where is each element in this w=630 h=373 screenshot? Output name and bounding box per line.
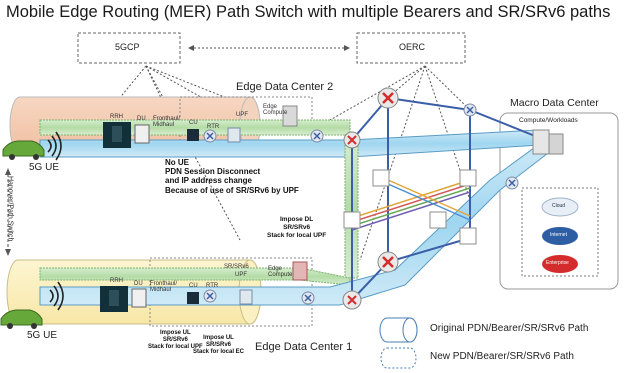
wireless-waves xyxy=(47,131,64,311)
edge-dc1-srv6-label: SR/SRv6 xyxy=(224,264,249,270)
colored-links xyxy=(351,179,471,231)
legend-original-swatch xyxy=(379,317,418,343)
edge-dc2-upf-label: UPF xyxy=(236,112,248,118)
edge-dc1-label: Edge Data Center 1 xyxy=(255,341,353,353)
transport-switches xyxy=(343,169,477,245)
impose-ul-ec-note: Impose UL SR/SRv6 Stack for local EC xyxy=(193,335,245,356)
handover-arrow xyxy=(5,168,11,256)
ue-bottom-label: 5G UE xyxy=(27,330,58,341)
legend-original-label: Original PDN/Bearer/SR/SRv6 Path xyxy=(430,323,589,334)
macro-services-box xyxy=(521,187,599,277)
core-routers xyxy=(342,87,399,310)
edge-dc2-cu-label: CU xyxy=(189,120,198,126)
macro-compute-label: Compute/Workloads xyxy=(519,117,578,124)
ue-top-label: 5G UE xyxy=(29,162,60,173)
edge-routers xyxy=(203,103,519,305)
edge-dc1-cu-label: CU xyxy=(189,283,198,289)
edge-dc1-rrh-label: RRH xyxy=(110,278,123,284)
edge-dc1-du-label: DU xyxy=(134,281,143,287)
bottom-ran-equipment xyxy=(100,261,308,312)
edge-dc2-du-label: DU xyxy=(137,116,146,122)
legend-new-swatch xyxy=(380,347,417,369)
top-ran-equipment xyxy=(103,105,298,148)
edge-dc1-fronthaul-label: Fronthaul/ Midhaul xyxy=(150,281,178,294)
macro-cloud-label: Cloud xyxy=(552,203,566,209)
macro-internet-label: Internet xyxy=(550,232,567,238)
center-note: No UE PDN Session Disconnect and IP addr… xyxy=(165,158,299,195)
macro-dc-label: Macro Data Center xyxy=(510,97,599,109)
impose-ul-upf-note: Impose UL SR/SRv6 Stack for local UPF xyxy=(148,330,203,351)
edge-dc2-rrh-label: RRH xyxy=(110,114,123,120)
car-bottom xyxy=(0,309,43,329)
edge-dc1-compute-label: Edge Compute xyxy=(268,266,293,279)
controller-oerc-label: OERC xyxy=(399,42,426,52)
edge-dc2-compute-label: Edge Compute xyxy=(263,104,288,117)
page-title: Mobile Edge Routing (MER) Path Switch wi… xyxy=(6,3,611,21)
macro-servers xyxy=(532,129,564,155)
macro-enterprise-label: Enterprise xyxy=(546,260,569,266)
handover-label: Hanover/Path Switch xyxy=(6,175,14,242)
edge-dc2-label: Edge Data Center 2 xyxy=(236,81,334,93)
legend-new-label: New PDN/Bearer/SR/SRv6 Path xyxy=(430,351,574,362)
controller-oerc-box xyxy=(356,32,466,64)
edge-dc1-upf-label: UPF xyxy=(235,272,247,278)
edge-dc2-rtr-label: RTR xyxy=(207,124,220,130)
controller-5gcp-label: 5GCP xyxy=(115,42,140,52)
edge-dc2-fronthaul-label: Fronthaul/ Midhaul xyxy=(153,116,181,129)
impose-dl-note: Impose DL SR/SRv6 Stack for local UPF xyxy=(267,216,327,239)
edge-dc1-rtr-label: RTR xyxy=(206,283,219,289)
macro-clouds xyxy=(541,197,579,273)
control-lines-5gcp xyxy=(117,65,241,241)
controller-5gcp-box xyxy=(77,32,181,64)
car-top xyxy=(2,140,45,160)
